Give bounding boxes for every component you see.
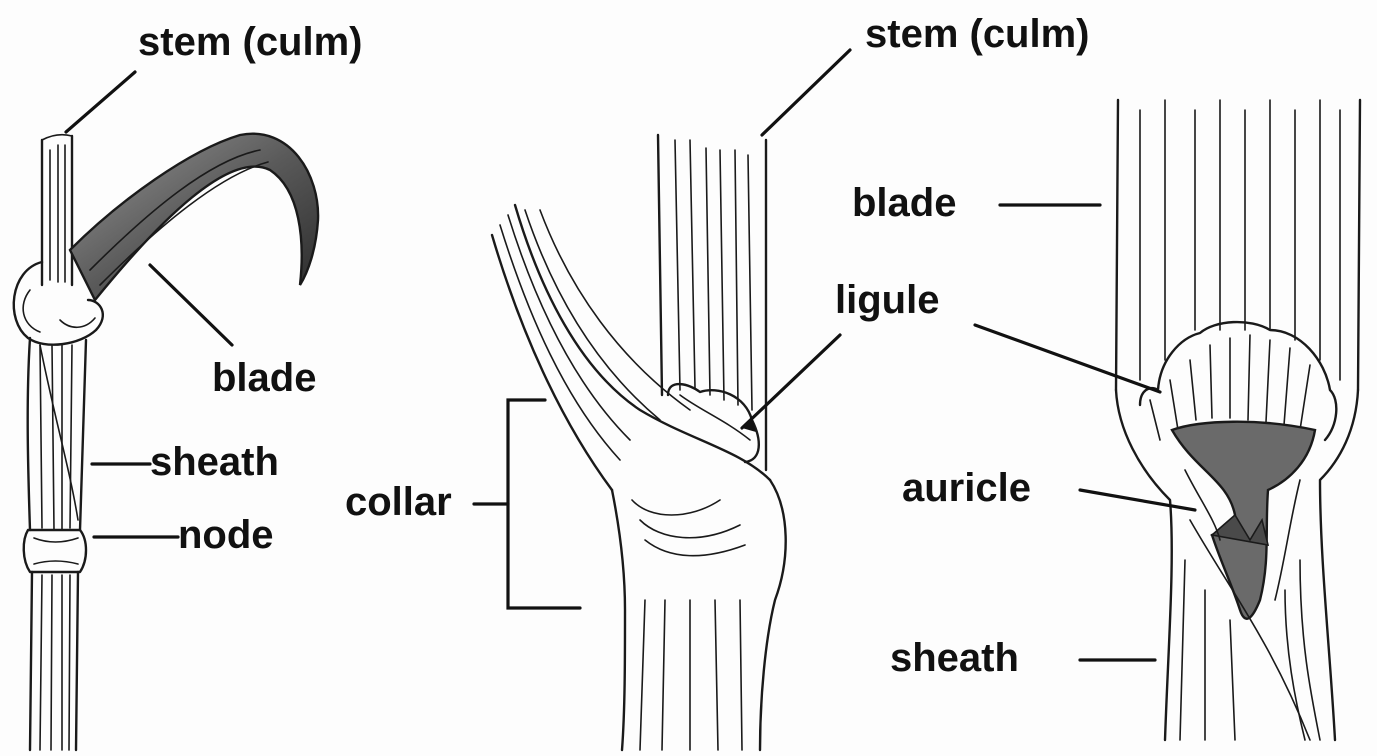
right-leader-lines <box>975 205 1195 660</box>
left-stem-label: stem (culm) <box>138 22 363 62</box>
left-lower-stem-drawing <box>30 572 78 750</box>
middle-stem-label: stem (culm) <box>865 14 1090 54</box>
middle-collar-swelling-drawing <box>612 480 786 750</box>
ligule-label: ligule <box>835 280 939 320</box>
left-node-label: node <box>178 515 274 555</box>
left-sheath-label: sheath <box>150 442 279 482</box>
auricle-label: auricle <box>902 468 1031 508</box>
right-sheath-label: sheath <box>890 638 1019 678</box>
right-auricle-drawing <box>1172 422 1315 619</box>
left-blade-label: blade <box>212 358 316 398</box>
middle-blade-drawing <box>492 205 770 490</box>
left-stem-drawing <box>42 135 72 285</box>
middle-collar-view <box>492 135 786 750</box>
left-sheath-drawing <box>28 338 86 530</box>
right-ligule-view <box>1116 100 1360 740</box>
right-blade-label: blade <box>852 183 956 223</box>
right-blade-drawing <box>1116 100 1360 390</box>
left-blade-drawing <box>70 134 318 300</box>
left-node-drawing <box>24 530 86 572</box>
collar-label: collar <box>345 482 452 522</box>
